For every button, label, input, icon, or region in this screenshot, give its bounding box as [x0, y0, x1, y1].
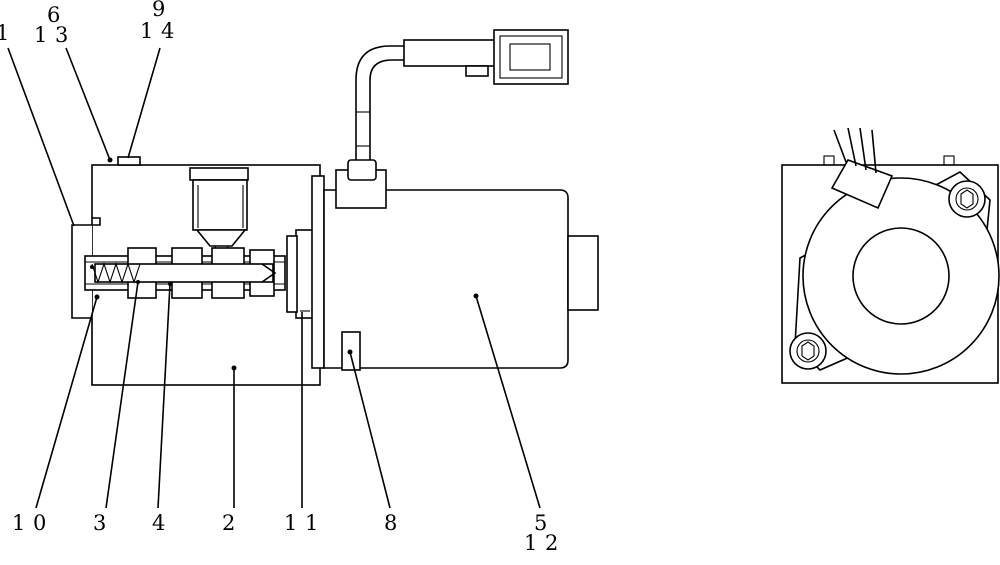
- spool: [84, 247, 286, 300]
- label-13: 1 3: [34, 23, 69, 47]
- end-view: [781, 127, 1000, 384]
- label-6: 6: [47, 3, 61, 27]
- label-8: 8: [384, 511, 398, 535]
- label-10: 1 0: [12, 511, 47, 535]
- top-bolt: [107, 156, 141, 166]
- label-5: 5: [534, 511, 548, 535]
- label-11: 1 1: [284, 511, 319, 535]
- label-12: 1 2: [524, 531, 559, 555]
- wire-harness: [335, 29, 569, 209]
- solenoid-housing: [231, 189, 599, 371]
- label-2: 2: [222, 511, 236, 535]
- label-4: 4: [152, 511, 166, 535]
- callout-labels: 1 6 1 3 9 1 4 1 0 3 4 2 1 1 8 5 1 2: [0, 0, 559, 555]
- label-9: 9: [152, 0, 166, 21]
- label-14: 1 4: [140, 19, 175, 43]
- label-1: 1: [0, 21, 10, 45]
- label-3: 3: [93, 511, 107, 535]
- top-fitting: [189, 167, 249, 253]
- leader-lines: [7, 47, 541, 509]
